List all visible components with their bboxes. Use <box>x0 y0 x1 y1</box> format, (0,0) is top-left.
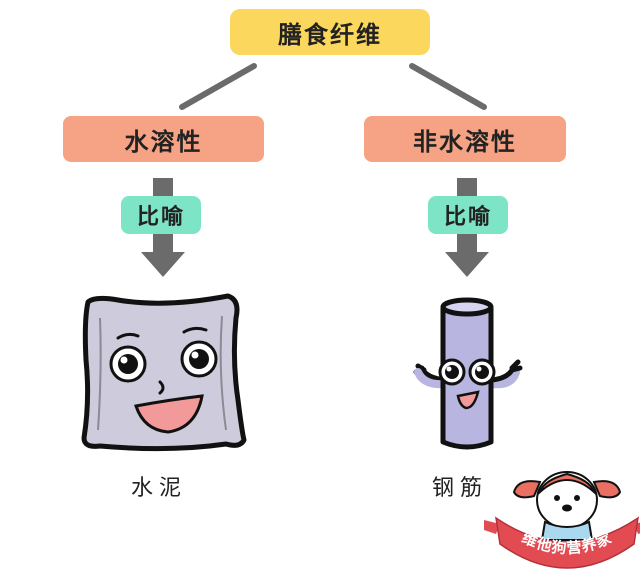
connector-right <box>409 63 487 110</box>
right-tag-label: 比喻 <box>443 205 492 230</box>
left-category-node: 水溶性 <box>63 116 264 162</box>
root-label: 膳食纤维 <box>278 20 382 49</box>
right-category-label: 非水溶性 <box>413 127 517 156</box>
connector-left <box>179 63 257 110</box>
rebar-label: 钢筋 <box>432 476 489 501</box>
left-category-label: 水溶性 <box>124 127 203 156</box>
right-metaphor-tag: 比喻 <box>428 196 508 234</box>
root-node: 膳食纤维 <box>230 9 430 55</box>
left-metaphor-tag: 比喻 <box>121 196 201 234</box>
left-tag-label: 比喻 <box>136 205 185 230</box>
cement-label: 水泥 <box>131 476 188 501</box>
right-category-node: 非水溶性 <box>364 116 566 162</box>
